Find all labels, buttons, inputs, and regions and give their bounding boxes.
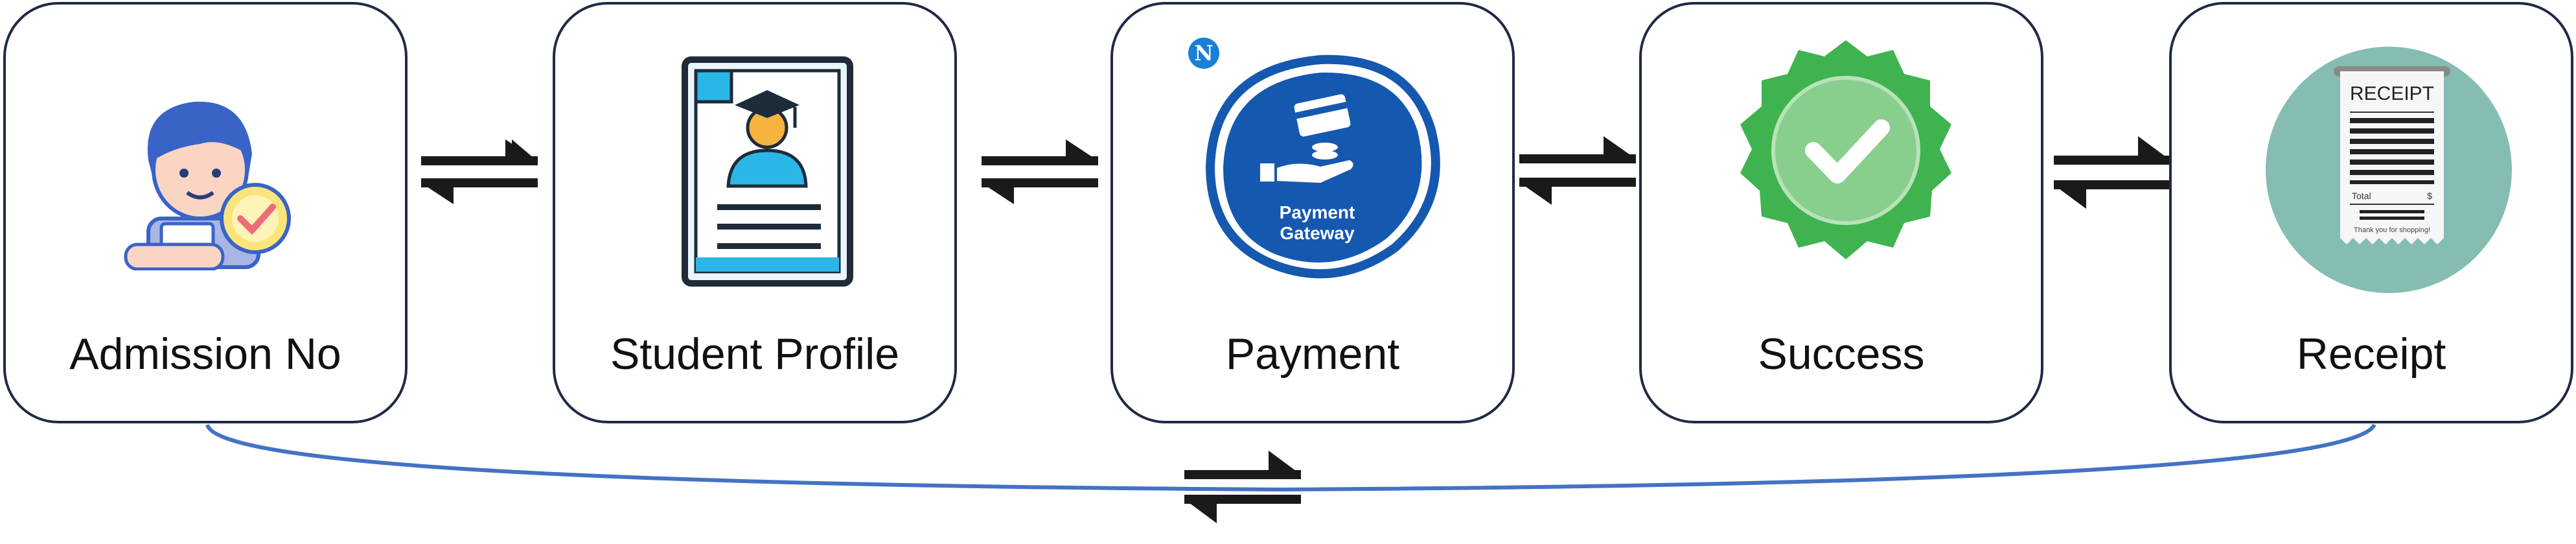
receipt-title: RECEIPT <box>2350 83 2434 104</box>
step-student-profile[interactable]: Student Profile <box>553 2 957 423</box>
graduate-profile-document-icon <box>682 56 853 287</box>
step-label: Student Profile <box>610 329 900 379</box>
bidirectional-arrows-icon <box>982 139 1098 204</box>
icon-text-line2: Gateway <box>1280 223 1355 243</box>
receipt-footer: Thank you for shopping! <box>2354 226 2430 234</box>
step-payment[interactable]: N Payment Gateway Payment <box>1110 2 1515 423</box>
bidirectional-arrows-icon <box>421 139 538 204</box>
receipt-icon: RECEIPT Total $ Thank you for shopping! <box>2266 47 2512 293</box>
bidirectional-arrows-icon <box>2054 136 2170 209</box>
step-receipt[interactable]: RECEIPT Total $ Thank you for shopping! … <box>2169 2 2573 423</box>
icon-text-line1: Payment <box>1280 202 1355 222</box>
receipt-total-label: Total <box>2352 191 2371 201</box>
step-admission-no[interactable]: Admission No <box>3 2 408 423</box>
payment-gateway-icon: N Payment Gateway <box>1188 38 1440 279</box>
receipt-total-symbol: $ <box>2427 191 2432 201</box>
step-label: Success <box>1758 329 1925 379</box>
success-check-badge-icon <box>1740 40 1951 259</box>
student-check-icon <box>124 101 291 270</box>
step-label: Receipt <box>2296 329 2446 379</box>
step-label: Payment <box>1225 329 1400 379</box>
badge-letter: N <box>1194 41 1213 65</box>
step-success[interactable]: Success <box>1639 2 2043 423</box>
bidirectional-arrows-icon <box>1184 451 1301 523</box>
bidirectional-arrows-icon <box>1519 136 1636 205</box>
step-label: Admission No <box>69 329 341 379</box>
